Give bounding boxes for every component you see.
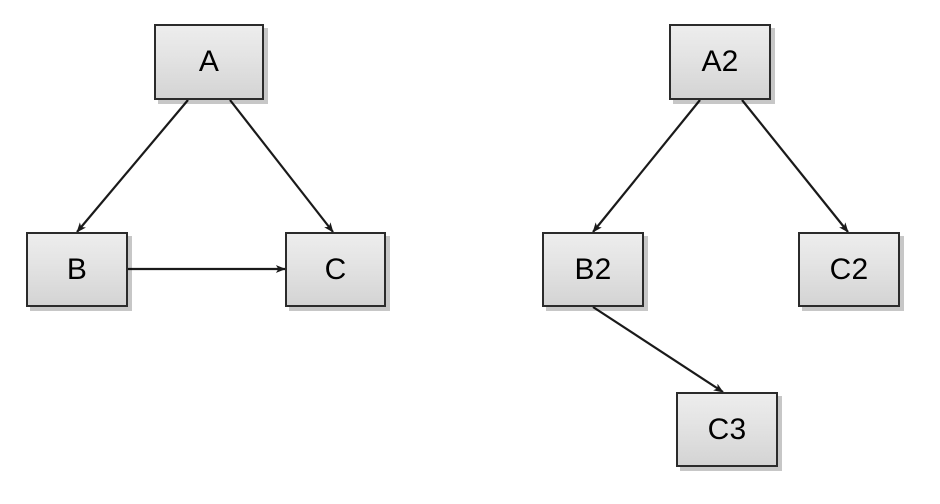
node-label-a2: A2 — [701, 45, 739, 78]
node-c[interactable]: C — [285, 232, 386, 307]
node-a2[interactable]: A2 — [669, 24, 771, 100]
edge-a-to-b — [76, 99, 189, 233]
node-label-c: C — [324, 252, 347, 286]
node-label-c2: C2 — [829, 252, 869, 286]
node-c3[interactable]: C3 — [676, 392, 778, 467]
node-label-b2: B2 — [574, 252, 612, 286]
node-b[interactable]: B — [26, 232, 128, 307]
edge-a-to-c — [229, 99, 334, 233]
node-a[interactable]: A — [154, 24, 264, 100]
edge-b2-to-c3 — [592, 306, 724, 393]
node-b2[interactable]: B2 — [542, 232, 644, 307]
node-c2[interactable]: C2 — [798, 232, 900, 307]
edge-a2-to-b2 — [592, 99, 701, 233]
node-label-a: A — [198, 45, 220, 78]
node-label-c3: C3 — [707, 412, 747, 446]
edge-a2-to-c2 — [741, 99, 849, 233]
node-label-b: B — [66, 252, 88, 286]
